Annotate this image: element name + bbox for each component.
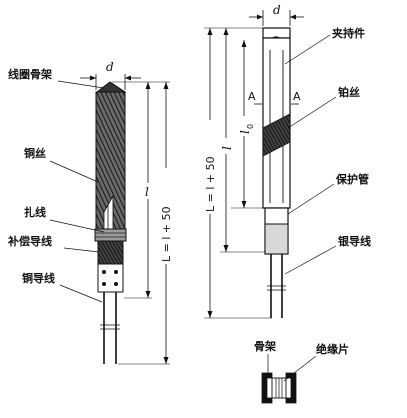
section-A-left: A	[248, 90, 256, 103]
label-protective-tube: 保护管	[335, 172, 369, 186]
dim-l0-right: l	[238, 130, 252, 134]
frame-section	[285, 372, 297, 404]
platinum-winding	[262, 113, 291, 157]
dim-l-left: l	[145, 185, 149, 199]
dim-L-right: L = l + 50	[204, 156, 217, 212]
label-frame: 骨架	[254, 339, 276, 353]
label-coil-frame: 线圈骨架	[8, 67, 52, 81]
frame-tip	[95, 81, 127, 93]
left-thermometer: d l L = l + 50 线圈骨架 铜丝 扎线 补偿导线 铜导线	[7, 60, 174, 365]
label-tie-wire: 扎线	[24, 205, 46, 219]
right-thermometer: A A d L = l + 50 l	[202, 3, 371, 319]
label-platinum-wire: 铂丝	[338, 85, 360, 99]
label-silver-lead: 银导线	[338, 234, 371, 248]
label-insulating-sheet: 绝缘片	[316, 342, 349, 356]
terminal-block	[97, 263, 124, 293]
dim-l-right: l	[220, 146, 234, 150]
dim-l0-subscript: 0	[246, 124, 255, 129]
label-compensating-lead: 补偿导线	[7, 234, 52, 248]
label-copper-lead: 铜导线	[21, 271, 55, 285]
dim-d-left: d	[106, 60, 114, 74]
dim-L-left: L = l + 50	[160, 206, 173, 262]
compensating-section	[97, 240, 124, 265]
section-A-right: A	[293, 90, 301, 103]
label-clamp: 夹持件	[332, 26, 365, 40]
frame-section	[261, 372, 273, 404]
dim-d-right: d	[273, 3, 281, 17]
cross-section-A: 骨架 绝缘片	[254, 339, 349, 404]
label-copper-wire: 铜丝	[23, 146, 46, 160]
